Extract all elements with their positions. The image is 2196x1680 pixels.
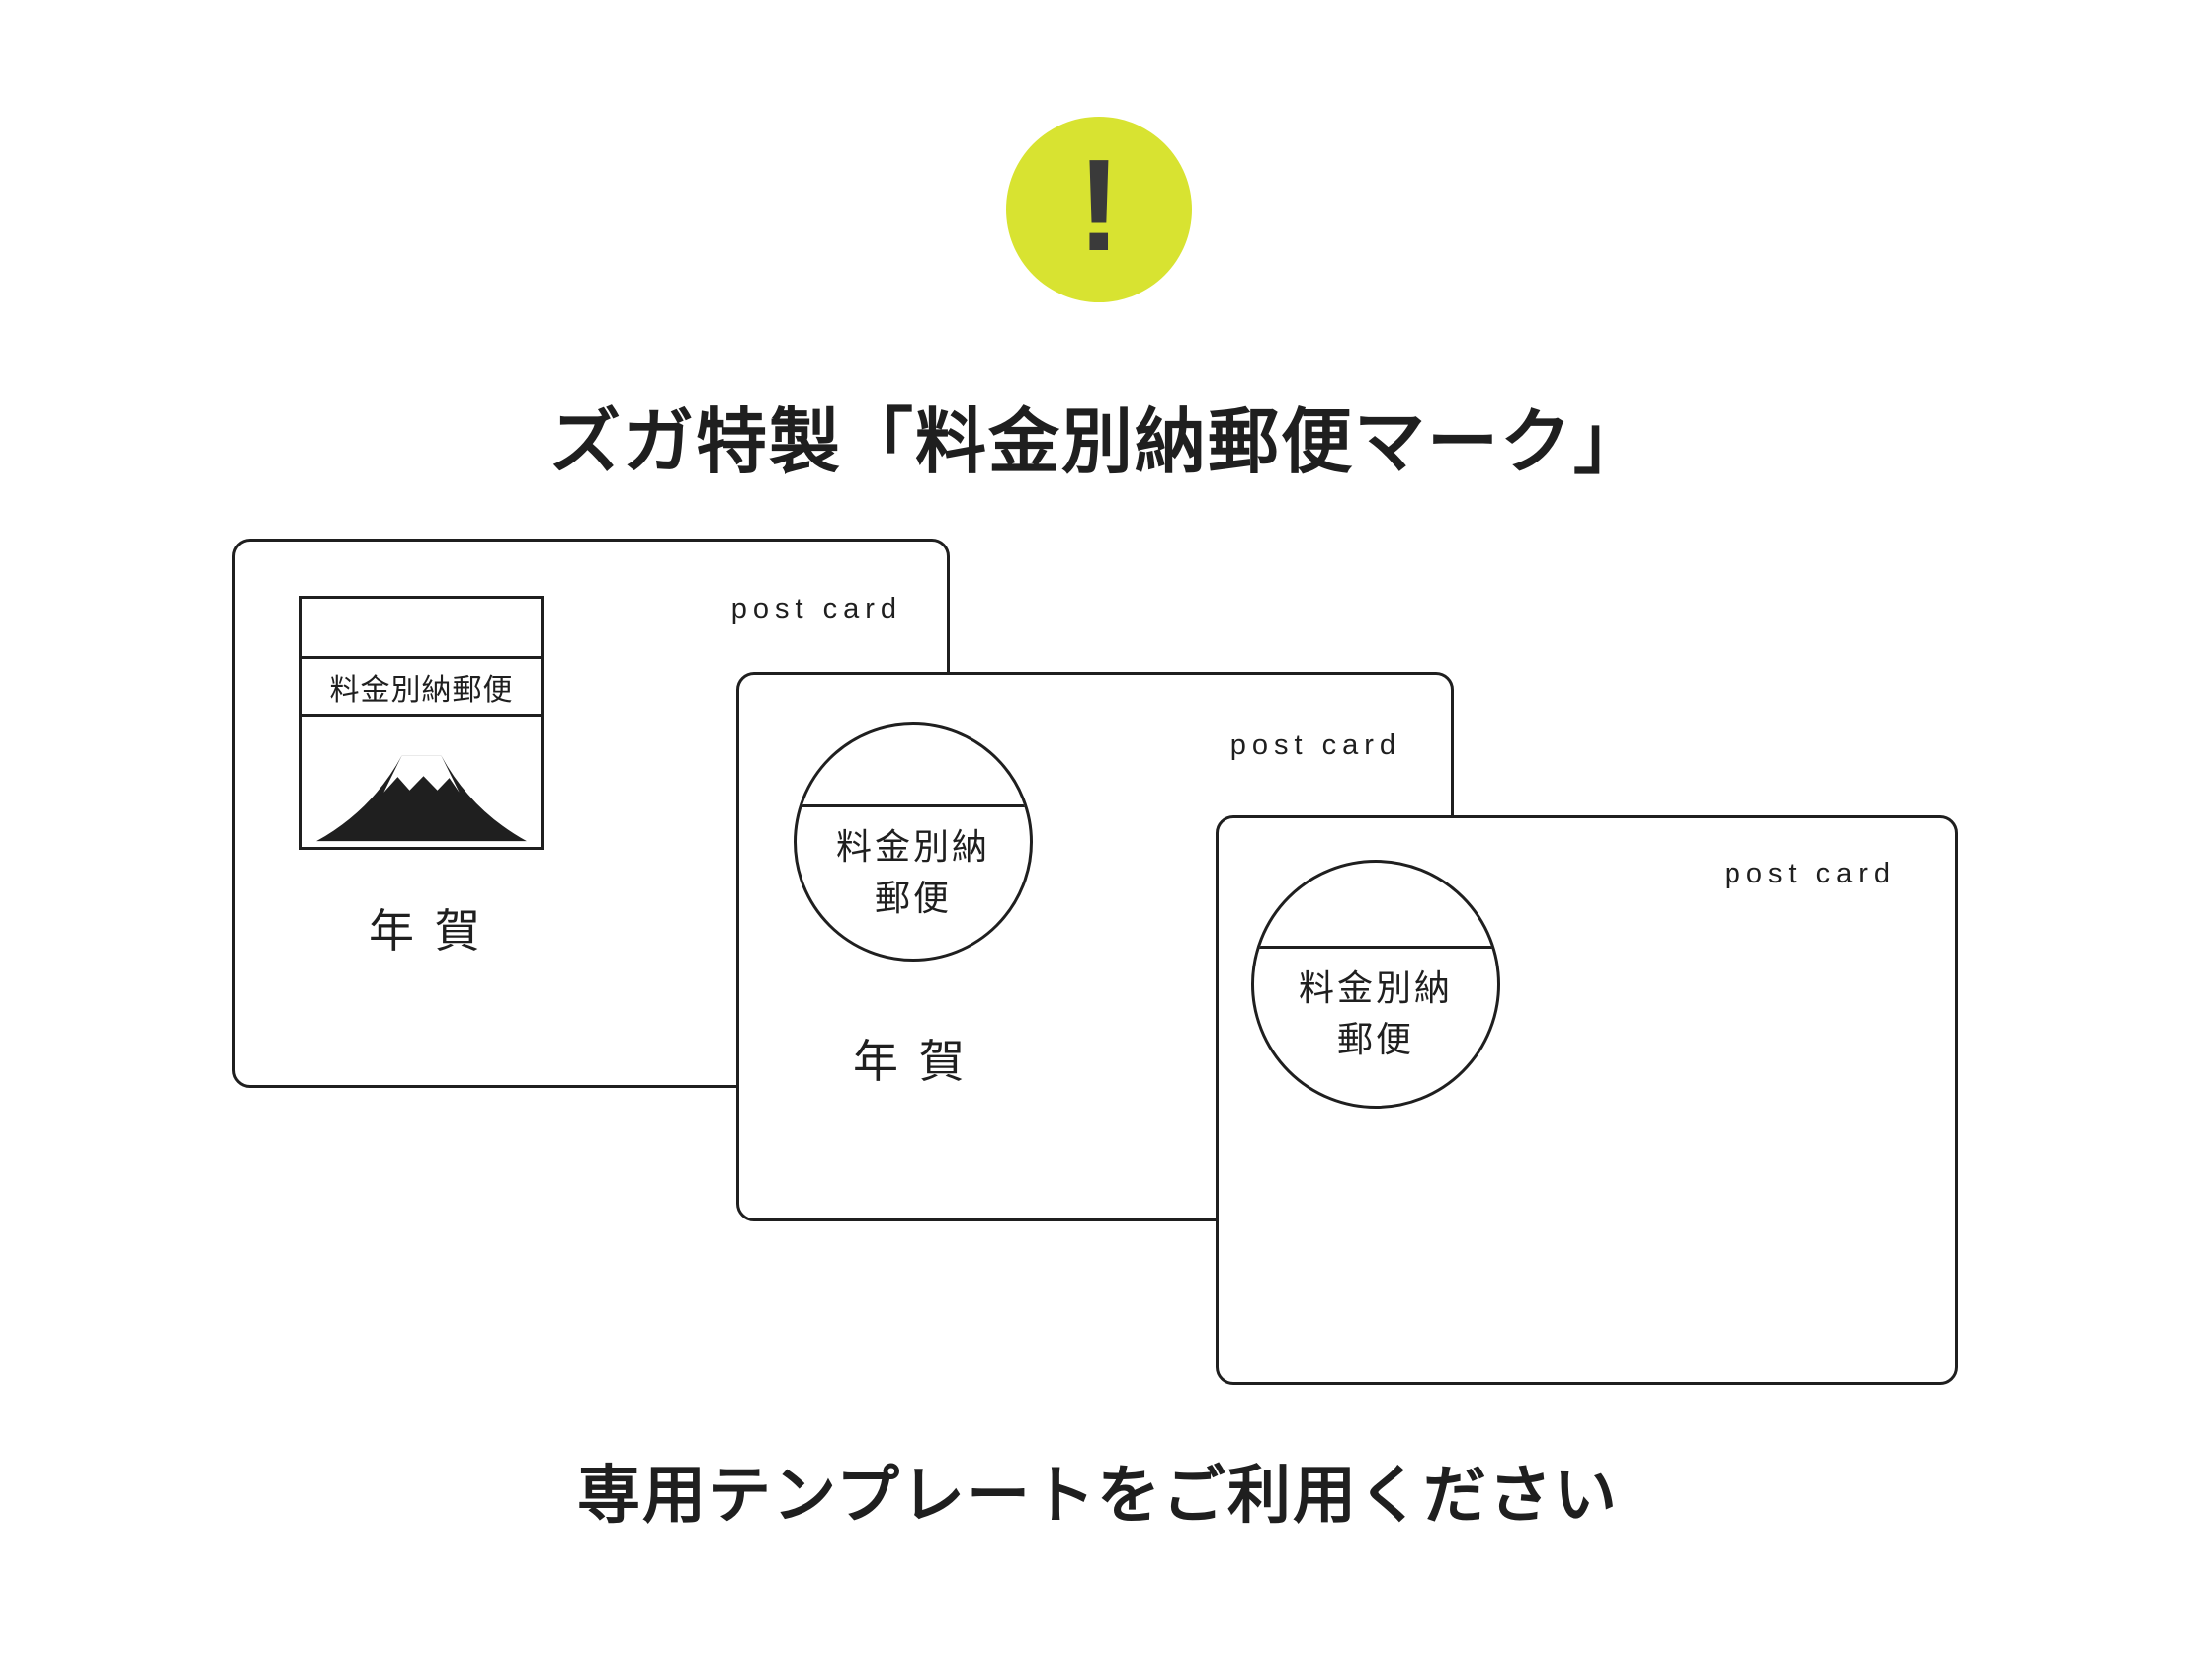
nenga-caption: 年 賀 — [369, 905, 484, 957]
stamp-text-line1: 料金別納 — [1298, 966, 1453, 1008]
postcard-3: post card 料金別納 郵便 — [1216, 815, 1958, 1385]
alert-badge: ! — [1006, 117, 1192, 302]
stamp-divider-line — [1254, 945, 1497, 949]
betsuno-circle-stamp: 料金別納 郵便 — [1251, 860, 1500, 1109]
betsuno-rect-stamp: 料金別納郵便 — [299, 596, 544, 850]
footer-note: 専用テンプレートをご利用ください — [576, 1460, 1620, 1531]
stamp-text: 料金別納郵便 — [302, 659, 541, 717]
betsuno-circle-stamp: 料金別納 郵便 — [794, 722, 1033, 962]
stamp-text: 料金別納 郵便 — [797, 821, 1030, 924]
stamp-text: 料金別納 郵便 — [1254, 963, 1497, 1065]
exclamation-icon: ! — [1077, 132, 1121, 278]
stamp-divider-line — [797, 804, 1030, 808]
mount-fuji-icon — [302, 717, 541, 847]
postcard-label: post card — [730, 593, 902, 625]
nenga-caption: 年 賀 — [853, 1036, 969, 1087]
postcard-label: post card — [1229, 729, 1401, 761]
stamp-top-section — [302, 599, 541, 659]
stamp-text-line2: 郵便 — [874, 877, 952, 918]
page-title: ズガ特製「料金別納郵便マーク」 — [549, 403, 1647, 482]
stamp-text-line2: 郵便 — [1336, 1019, 1414, 1060]
stamp-text-line1: 料金別納 — [835, 825, 990, 867]
postcard-label: post card — [1724, 858, 1896, 889]
